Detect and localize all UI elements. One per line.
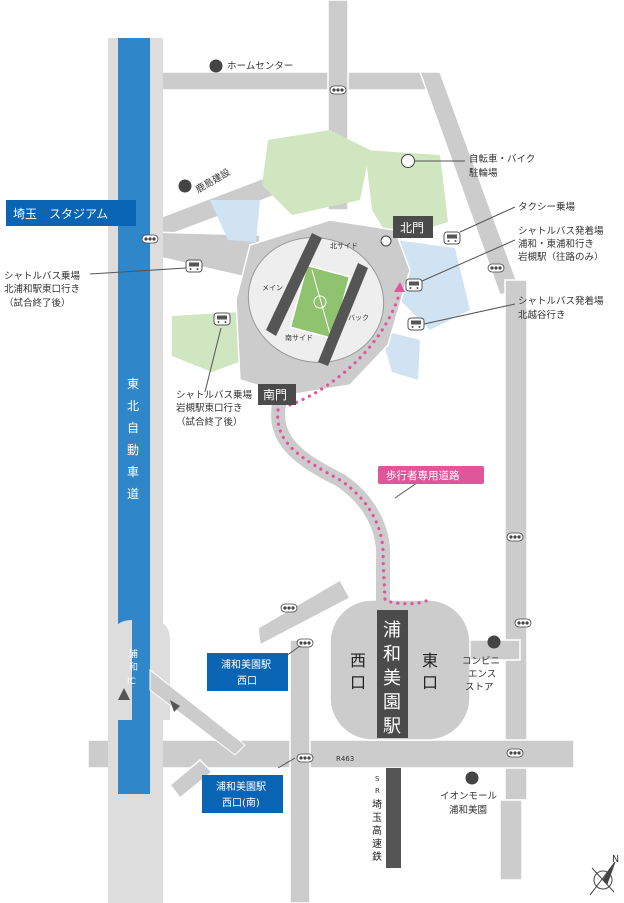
label-home-center: ホームセンター bbox=[227, 61, 293, 72]
svg-text:玉: 玉 bbox=[372, 813, 382, 824]
label-shuttle-iwatsuki-1: シャトルバス乗場 bbox=[176, 389, 253, 401]
station-name-box: 浦 和 美 園 駅 bbox=[377, 610, 408, 738]
north-gate-label: 北門 bbox=[400, 221, 424, 235]
svg-text:浦和美園: 浦和美園 bbox=[449, 804, 487, 816]
svg-text:S: S bbox=[375, 775, 380, 783]
svg-text:浦和美園駅: 浦和美園駅 bbox=[216, 780, 266, 793]
south-gate-label: 南門 bbox=[263, 387, 287, 402]
svg-text:南サイド: 南サイド bbox=[285, 333, 313, 342]
road-network bbox=[87, 0, 575, 903]
svg-text:東: 東 bbox=[422, 651, 438, 670]
svg-text:駅: 駅 bbox=[383, 716, 401, 737]
svg-text:浦: 浦 bbox=[383, 620, 401, 641]
railway-label: S R 埼 玉 高 速 鉄 bbox=[372, 775, 382, 863]
svg-text:道: 道 bbox=[127, 487, 139, 501]
compass-n: N bbox=[612, 854, 619, 865]
label-bike-1: 自転車・バイク bbox=[469, 153, 535, 165]
pedestrian-road-box: 歩行者専用道路 bbox=[378, 466, 484, 484]
svg-text:浦和美園駅: 浦和美園駅 bbox=[221, 658, 271, 671]
stadium-name: 埼玉 スタジアム bbox=[13, 207, 108, 221]
expressway bbox=[108, 38, 246, 903]
label-shuttle-iwatsuki-3: （試合終了後） bbox=[176, 416, 243, 428]
svg-text:和: 和 bbox=[383, 644, 401, 665]
route-r463-label: R463 bbox=[336, 755, 354, 763]
svg-text:IC: IC bbox=[127, 677, 136, 687]
stadium-name-box: 埼玉 スタジアム bbox=[6, 200, 136, 226]
svg-text:東: 東 bbox=[127, 377, 139, 391]
south-gate-box: 南門 bbox=[258, 384, 296, 405]
svg-text:高: 高 bbox=[372, 824, 382, 837]
svg-text:車: 車 bbox=[127, 465, 139, 479]
label-shuttle-kitaurawa-1: シャトルバス乗場 bbox=[4, 270, 81, 282]
label-shuttle-urawa-2: 浦和・東浦和行き bbox=[518, 238, 594, 250]
svg-text:美: 美 bbox=[383, 668, 401, 689]
label-shuttle-kitaurawa-2: 北浦和駅東口行き bbox=[4, 283, 80, 295]
svg-text:口: 口 bbox=[422, 673, 438, 692]
svg-text:速: 速 bbox=[372, 838, 382, 850]
svg-text:和: 和 bbox=[129, 662, 138, 673]
label-shuttle-kitaurawa-3: （試合終了後） bbox=[4, 297, 71, 309]
svg-text:R: R bbox=[375, 787, 380, 795]
north-gate-box: 北門 bbox=[393, 216, 433, 238]
svg-text:口: 口 bbox=[350, 673, 366, 692]
svg-text:ストア: ストア bbox=[465, 682, 494, 693]
svg-text:バック: バック bbox=[348, 314, 369, 322]
svg-text:自: 自 bbox=[127, 421, 139, 435]
west-exit-label: 西 口 bbox=[350, 651, 366, 692]
svg-text:浦: 浦 bbox=[129, 648, 138, 660]
aeon-label: イオンモール 浦和美園 bbox=[440, 791, 498, 816]
stop-west-south-box: 浦和美園駅 西口(南) bbox=[202, 775, 283, 813]
label-taxi: タクシー乗場 bbox=[518, 201, 576, 213]
east-exit-label: 東 口 bbox=[422, 651, 438, 692]
svg-text:北: 北 bbox=[127, 399, 139, 413]
svg-text:西: 西 bbox=[350, 651, 366, 670]
label-shuttle-iwatsuki-2: 岩槻駅東口行き bbox=[176, 402, 243, 414]
svg-text:動: 動 bbox=[127, 443, 139, 457]
svg-text:埼: 埼 bbox=[372, 798, 382, 811]
svg-text:イオンモール: イオンモール bbox=[440, 791, 498, 802]
compass-icon: N bbox=[589, 854, 619, 896]
svg-text:西口: 西口 bbox=[237, 676, 257, 687]
svg-text:西口(南): 西口(南) bbox=[222, 796, 260, 809]
svg-text:北サイド: 北サイド bbox=[330, 242, 358, 250]
label-shuttle-koshigaya-1: シャトルバス発着場 bbox=[518, 295, 604, 307]
landmark-dots bbox=[178, 59, 501, 785]
stop-west-box: 浦和美園駅 西口 bbox=[207, 653, 288, 691]
svg-text:鉄: 鉄 bbox=[372, 850, 382, 863]
svg-text:コンビニ: コンビニ bbox=[462, 656, 500, 667]
urawa-ic-label: 浦 和 IC bbox=[127, 648, 138, 687]
label-shuttle-koshigaya-2: 北越谷行き bbox=[518, 309, 566, 321]
label-shuttle-urawa-3: 岩槻駅（往路のみ） bbox=[518, 251, 604, 263]
label-kashima: 鹿島建設 bbox=[194, 166, 233, 196]
svg-text:園: 園 bbox=[383, 692, 401, 713]
label-bike-2: 駐輪場 bbox=[469, 167, 498, 179]
railway bbox=[386, 768, 401, 868]
convenience-label: コンビニ エンス ストア bbox=[462, 656, 500, 693]
pedestrian-road-label: 歩行者専用道路 bbox=[386, 469, 460, 482]
svg-text:メイン: メイン bbox=[262, 284, 283, 292]
label-shuttle-urawa-1: シャトルバス発着場 bbox=[518, 225, 604, 237]
expressway-name: 東 北 自 動 車 道 bbox=[127, 377, 139, 501]
svg-text:エンス: エンス bbox=[468, 669, 496, 680]
stadium: 北サイド メイン バック 南サイド bbox=[235, 219, 411, 396]
